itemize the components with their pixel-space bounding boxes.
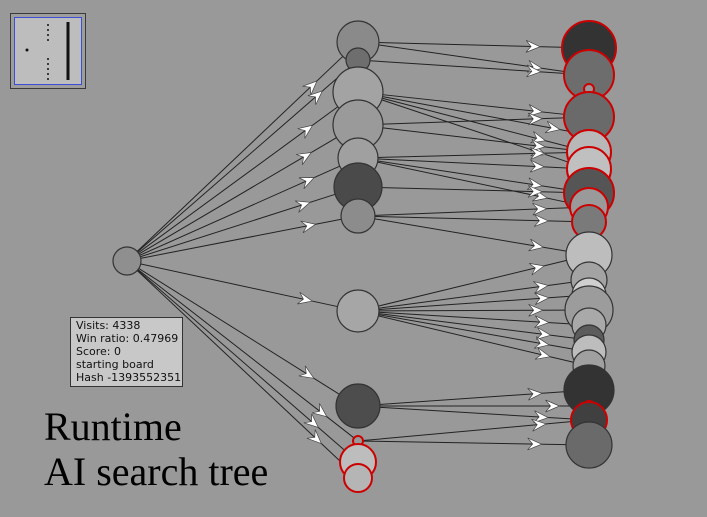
edge-arrow — [529, 147, 546, 160]
edge-arrow — [544, 120, 561, 134]
edge-arrow — [534, 347, 551, 360]
edge-arrow — [545, 399, 561, 413]
win-ratio-text: Win ratio: 0.47969 — [76, 332, 179, 345]
edge-arrow — [526, 64, 542, 78]
edge-arrow — [533, 336, 550, 349]
edge-arrow — [297, 124, 314, 139]
edge-arrow — [300, 220, 317, 234]
tree-arrows — [294, 40, 561, 451]
tree-node[interactable] — [565, 421, 613, 469]
edge-arrow — [535, 327, 552, 340]
edge-arrow — [528, 303, 544, 317]
tree-edge — [126, 137, 337, 262]
edge-arrow — [531, 418, 547, 432]
tree-node[interactable] — [340, 198, 376, 234]
edge-arrow — [529, 159, 546, 173]
edge-arrow — [306, 429, 322, 445]
tree-node[interactable] — [335, 383, 381, 429]
edge-arrow — [532, 202, 548, 216]
tree-edge — [126, 193, 336, 262]
edge-arrow — [294, 200, 312, 213]
tree-edge — [126, 260, 340, 395]
edge-arrow — [533, 214, 550, 227]
edge-arrow — [527, 185, 544, 198]
tree-edge — [126, 218, 342, 262]
visits-text: Visits: 4338 — [76, 319, 141, 332]
edge-arrow — [296, 152, 313, 165]
caption: Runtime AI search tree — [44, 404, 268, 494]
score-text: Score: 0 — [76, 345, 122, 358]
edge-arrow — [528, 238, 545, 252]
tree-edge — [382, 96, 585, 135]
edge-arrow — [525, 40, 541, 53]
edge-arrow — [303, 413, 320, 429]
edge-arrow — [311, 403, 328, 418]
caption-line-1: Runtime — [44, 404, 182, 449]
tree-node[interactable] — [336, 289, 380, 333]
edge-arrow — [527, 387, 543, 401]
node-info-tooltip: Visits: 4338 Win ratio: 0.47969 Score: 0… — [70, 317, 183, 387]
board-thumbnail[interactable] — [10, 13, 86, 89]
edge-arrow — [527, 437, 543, 451]
tree-edge — [126, 260, 355, 439]
tree-edge — [126, 165, 340, 262]
edge-arrow — [534, 315, 550, 329]
caption-line-2: AI search tree — [44, 449, 269, 494]
board-preview-icon — [25, 22, 70, 80]
description-text: starting board — [76, 358, 154, 371]
tree-node[interactable] — [343, 463, 373, 493]
tree-edge — [362, 421, 572, 442]
edge-arrow — [533, 281, 549, 294]
edge-arrow — [298, 365, 315, 379]
tree-edge — [126, 56, 344, 262]
edge-arrow — [307, 90, 323, 105]
edge-arrow — [302, 80, 318, 96]
tree-edge — [126, 260, 349, 469]
tree-nodes — [112, 20, 617, 493]
board-preview — [14, 17, 82, 85]
tree-edge — [126, 260, 338, 308]
edge-arrow — [534, 292, 550, 306]
edge-arrow — [298, 177, 316, 189]
tree-edge — [126, 67, 350, 262]
tree-node[interactable] — [112, 246, 142, 276]
edge-arrow — [527, 112, 544, 126]
tree-edge — [126, 106, 339, 262]
hash-text: Hash -1393552351 — [76, 371, 182, 384]
edge-arrow — [528, 263, 545, 276]
tree-edge — [362, 440, 567, 446]
edge-arrow — [297, 291, 314, 305]
edge-arrow — [533, 410, 549, 423]
tree-edge — [126, 260, 345, 451]
